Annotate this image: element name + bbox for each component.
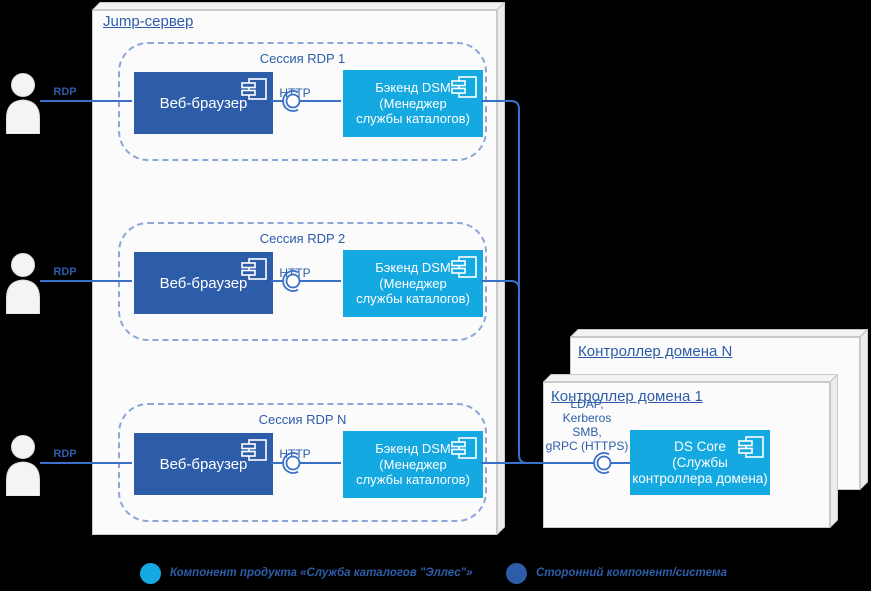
protocol-smb: SMB, [572, 425, 602, 439]
protocol-kerberos: Kerberos [562, 411, 612, 425]
rdp-protocol-label-1: RDP [53, 86, 77, 98]
dsm-backend-label-line3: службы каталогов) [356, 291, 470, 307]
legend-product-label: Компонент продукта «Служба каталогов "Эл… [170, 567, 473, 579]
component-icon [241, 78, 267, 100]
web-browser-label: Веб-браузер [159, 455, 248, 473]
dsm-backend-component-1: Бэкенд DSM (Менеджер службы каталогов) [343, 70, 483, 137]
user-icon-1 [6, 73, 40, 134]
component-icon [451, 256, 477, 278]
dsm-backend-label-line2: (Менеджер [379, 95, 447, 111]
ds-core-label-line2: (Службы [672, 454, 728, 470]
legend-thirdparty-label: Сторонний компонент/система [536, 567, 727, 579]
component-icon [241, 258, 267, 280]
web-browser-component-1: Веб-браузер [134, 72, 273, 134]
session-n-label: Сессия RDP N [258, 412, 347, 427]
dsm-backend-label-line1: Бэкенд DSM [375, 441, 451, 457]
session-1-label: Сессия RDP 1 [259, 51, 346, 66]
domain-controller-n-title: Контроллер домена N [578, 343, 733, 360]
session-rdp-1-group: Сессия RDP 1 Веб-браузер HTTP Бэкенд DSM… [118, 42, 487, 161]
session-rdp-2-group: Сессия RDP 2 Веб-браузер HTTP Бэкенд DSM… [118, 222, 487, 341]
dsm-backend-label-line1: Бэкенд DSM [375, 80, 451, 96]
http-protocol-label-1: HTTP [279, 86, 311, 100]
ds-core-label-line1: DS Core [674, 438, 726, 454]
web-browser-component-n: Веб-браузер [134, 433, 273, 495]
component-icon [241, 439, 267, 461]
session-rdp-n-group: Сессия RDP N Веб-браузер HTTP Бэкенд DSM… [118, 403, 487, 522]
domain-controller-1-title: Контроллер домена 1 [551, 388, 703, 405]
dsm-backend-component-n: Бэкенд DSM (Менеджер службы каталогов) [343, 431, 483, 498]
dc-protocols-label: LDAP, Kerberos SMB, gRPC (HTTPS) [544, 397, 630, 453]
web-browser-label: Веб-браузер [159, 94, 248, 112]
legend-thirdparty-swatch [506, 563, 527, 584]
legend-product-swatch [140, 563, 161, 584]
session-2-label: Сессия RDP 2 [259, 231, 346, 246]
ds-core-label-line3: контроллера домена) [632, 470, 768, 486]
dsm-backend-label-line2: (Менеджер [379, 275, 447, 291]
user-icon-2 [6, 253, 40, 314]
component-icon [451, 437, 477, 459]
protocol-grpc: gRPC (HTTPS) [545, 439, 629, 453]
ds-core-component: DS Core (Службы контроллера домена) [630, 430, 770, 495]
component-icon [451, 76, 477, 98]
protocol-ldap: LDAP, [570, 397, 604, 411]
dsm-backend-label-line3: службы каталогов) [356, 472, 470, 488]
http-protocol-label-2: HTTP [279, 266, 311, 280]
dsm-backend-label-line2: (Менеджер [379, 456, 447, 472]
rdp-protocol-label-n: RDP [53, 448, 77, 460]
rdp-protocol-label-2: RDP [53, 266, 77, 278]
http-protocol-label-n: HTTP [279, 447, 311, 461]
dsm-backend-label-line3: службы каталогов) [356, 111, 470, 127]
dsm-backend-label-line1: Бэкенд DSM [375, 260, 451, 276]
jump-server-title: Jump-сервер [103, 13, 194, 30]
dsm-backend-component-2: Бэкенд DSM (Менеджер службы каталогов) [343, 250, 483, 317]
user-icon-n [6, 435, 40, 496]
web-browser-label: Веб-браузер [159, 274, 248, 292]
component-icon [738, 436, 764, 458]
web-browser-component-2: Веб-браузер [134, 252, 273, 314]
